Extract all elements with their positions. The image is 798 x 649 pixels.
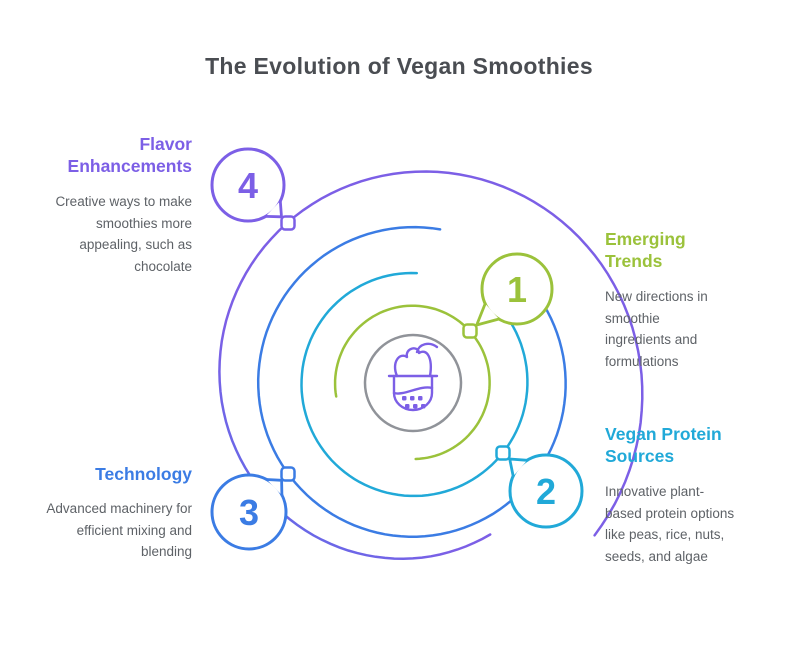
node-1 — [462, 323, 478, 339]
boba-dot — [418, 396, 423, 401]
cup-liquid-line — [392, 386, 434, 395]
flavor-enhancements-description: Creative ways to make smoothies more app… — [55, 194, 192, 274]
bubble-4-number: 4 — [238, 165, 258, 206]
bubble-3 — [210, 473, 288, 551]
spiral-arc-cyan — [300, 271, 529, 498]
label-block-emerging-trends: Emerging Trends New directions in smooth… — [605, 228, 720, 372]
boba-dot — [421, 404, 426, 409]
technology-description: Advanced machinery for efficient mixing … — [46, 501, 192, 559]
bubble-tail-cyan — [508, 457, 529, 478]
step-bubbles — [210, 147, 584, 551]
label-block-technology: Technology Advanced machinery for effici… — [42, 463, 192, 563]
node-2 — [495, 445, 511, 461]
emerging-trends-description: New directions in smoothie ingredients a… — [605, 289, 708, 369]
boba-dot — [413, 404, 418, 409]
boba-dot — [410, 396, 415, 401]
smoothie-cup-icon — [387, 342, 439, 412]
boba-dot — [405, 404, 410, 409]
spiral-arc-green — [333, 304, 491, 461]
bubble-tails — [264, 199, 529, 497]
vegan-protein-sources-description: Innovative plant-based protein options l… — [605, 484, 735, 564]
bubble-1 — [480, 252, 554, 326]
label-block-flavor-enhancements: Flavor Enhancements Creative ways to mak… — [42, 133, 192, 277]
bubble-numbers: 1 2 3 4 — [238, 165, 556, 533]
bubble-1-number: 1 — [507, 269, 527, 310]
bubble-tail-green — [475, 302, 501, 327]
whipped-cream — [393, 347, 432, 378]
vegan-protein-sources-heading: Vegan Protein Sources — [605, 424, 722, 466]
boba-dots — [402, 396, 426, 409]
page-title: The Evolution of Vegan Smoothies — [205, 53, 593, 79]
cup-body — [392, 374, 434, 412]
spiral-nodes — [280, 215, 511, 482]
center-ring — [363, 333, 463, 433]
node-3 — [280, 466, 296, 482]
technology-heading: Technology — [95, 464, 192, 484]
straw — [415, 342, 439, 354]
node-4 — [280, 215, 296, 231]
bubble-4 — [210, 147, 286, 223]
bubble-2 — [508, 453, 584, 529]
boba-dot — [402, 396, 407, 401]
flavor-enhancements-heading: Flavor Enhancements — [67, 134, 192, 176]
emerging-trends-heading: Emerging Trends — [605, 229, 686, 271]
bubble-2-number: 2 — [536, 471, 556, 512]
label-block-vegan-protein-sources: Vegan Protein Sources Innovative plant-b… — [605, 423, 739, 567]
bubble-3-number: 3 — [239, 492, 259, 533]
spiral-arc-blue — [256, 225, 567, 538]
